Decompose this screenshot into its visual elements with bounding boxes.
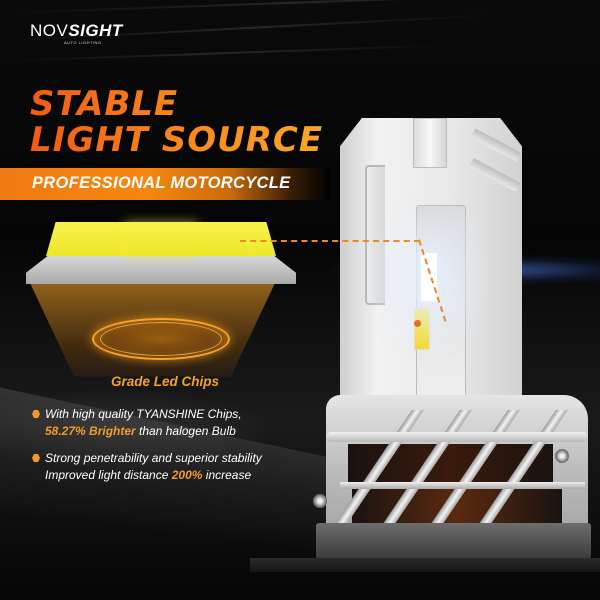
heatsink-rail: [326, 432, 588, 442]
chip-substrate: [26, 256, 296, 284]
callout-dot: [414, 320, 421, 327]
led-chip: [196, 222, 276, 256]
screw-icon: [313, 494, 327, 508]
led-chip: [125, 222, 197, 256]
bulb-top-spine: [413, 118, 447, 168]
feature-highlight: 58.27% Brighter: [45, 424, 136, 438]
hexagon-bullet-icon: [32, 410, 40, 418]
bulb-led-glow: [421, 253, 437, 301]
subtitle-banner: PROFESSIONAL MOTORCYCLE: [0, 168, 330, 200]
feature-item: Strong penetrability and superior stabil…: [30, 450, 330, 484]
led-chip: [46, 222, 126, 256]
feature-line: 58.27% Brighter than halogen Bulb: [45, 424, 236, 438]
feature-line: Strong penetrability and superior stabil…: [45, 451, 262, 465]
bulb-side-notch: [365, 165, 385, 305]
callout-dashed-line: [240, 240, 420, 242]
bulb-led-chip-yellow: [414, 308, 430, 350]
feature-line: With high quality TYANSHINE Chips,: [45, 407, 242, 421]
feature-highlight: 200%: [171, 468, 203, 482]
brand-name-light: NOV: [30, 21, 69, 40]
brand-name-bold: SIGHT: [68, 21, 123, 40]
feature-item: With high quality TYANSHINE Chips, 58.27…: [30, 406, 330, 440]
bulb-led-window: [416, 205, 466, 397]
heatsink-middle-rail: [340, 482, 585, 489]
background-streak: [0, 44, 450, 62]
chip-caption: Grade Led Chips: [110, 374, 220, 389]
brand-tagline: AUTO LIGHTING: [64, 40, 102, 45]
bulb-base-foot: [316, 523, 591, 559]
headline-line-1: STABLE: [30, 84, 179, 124]
background-streak: [0, 0, 600, 14]
bulb-base-flange: [250, 558, 600, 572]
screw-icon: [555, 449, 569, 463]
feature-line: Improved light distance 200% increase: [45, 468, 252, 482]
headline: STABLE LIGHT SOURCE: [30, 86, 323, 158]
brand-logo: NOVSIGHT AUTO LIGHTING: [30, 22, 123, 45]
glow-ring-inner: [100, 322, 222, 356]
hexagon-bullet-icon: [32, 454, 40, 462]
subtitle-text: PROFESSIONAL MOTORCYCLE: [32, 174, 291, 192]
headline-line-2: LIGHT SOURCE: [30, 120, 324, 160]
feature-list: With high quality TYANSHINE Chips, 58.27…: [30, 406, 330, 494]
